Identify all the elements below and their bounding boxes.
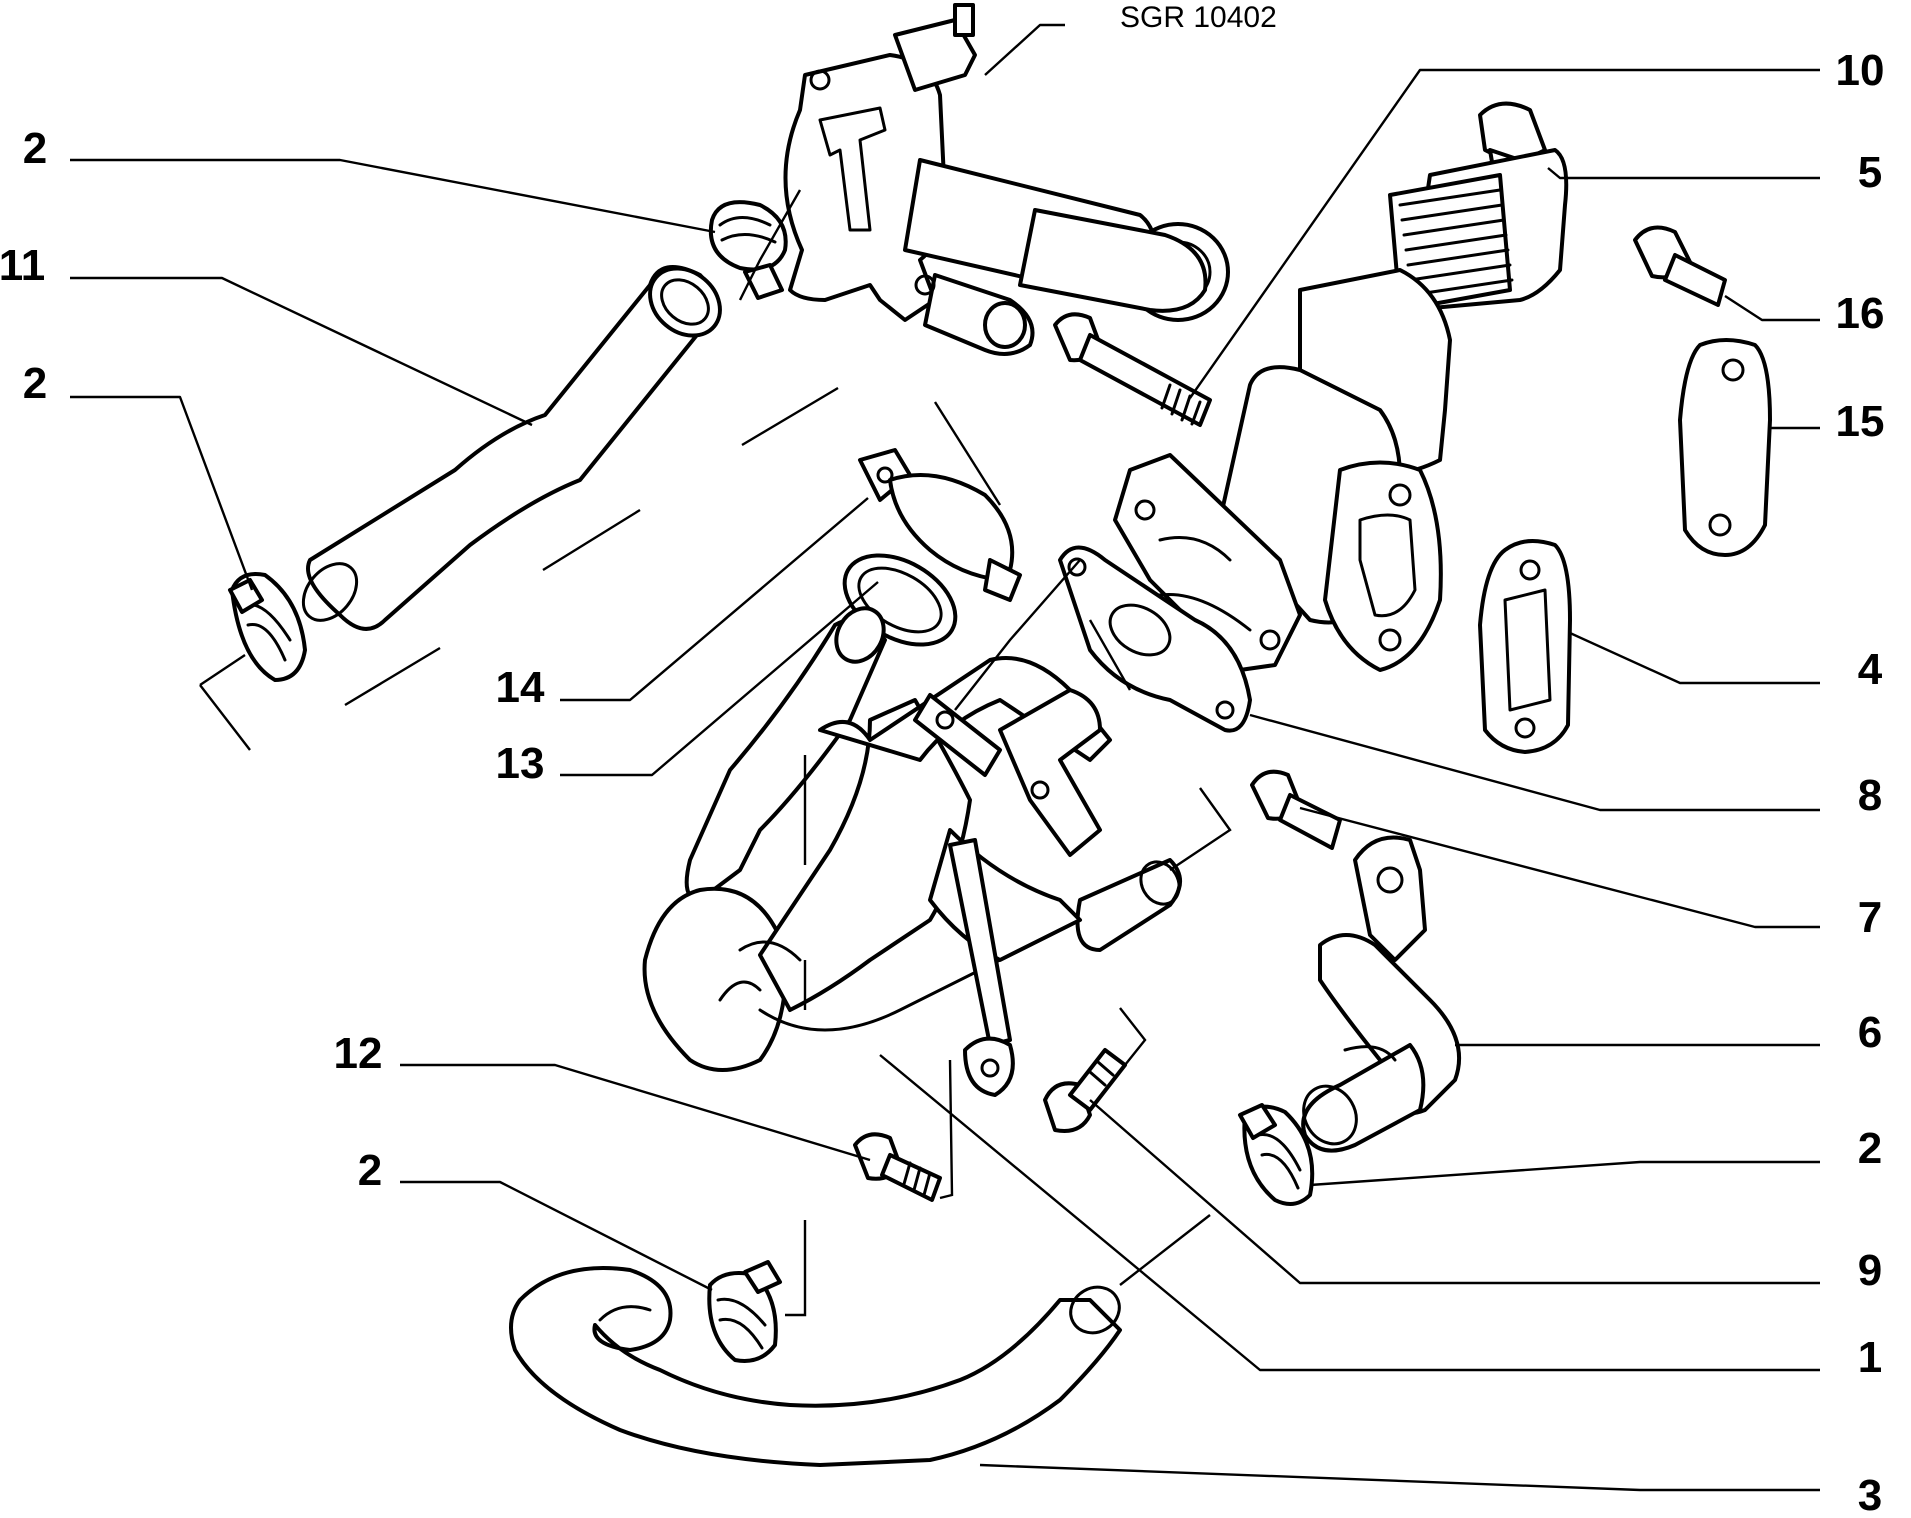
callout-9: 9 [1858,1246,1882,1295]
thermostat-housing [783,3,1230,356]
callout-13: 13 [496,739,545,788]
callout-5: 5 [1858,148,1882,197]
callout-16: 16 [1836,289,1885,338]
bolt-7 [1250,769,1342,850]
callout-10: 10 [1836,46,1885,95]
gasket-15 [1678,338,1772,557]
hose-3 [509,1266,1122,1467]
hose-clamp-right [1238,1103,1315,1206]
gasket-4 [1478,539,1572,754]
egr-cooler-1 [642,606,1182,1097]
callout-7: 7 [1858,893,1882,942]
callout-2-bottom: 2 [358,1146,382,1195]
bolt-9 [1043,1048,1127,1133]
hose-11 [301,265,722,631]
bolt-10 [1053,312,1212,427]
callout-2-right: 2 [1858,1124,1882,1173]
callout-15: 15 [1836,397,1885,446]
callout-2-top: 2 [23,124,47,173]
bolt-12 [853,1132,942,1202]
callout-11: 11 [0,241,45,290]
leader-lines [70,23,1820,1492]
gasket-8 [1058,545,1252,733]
hose-clamp-bottom [707,1260,782,1363]
callout-12: 12 [334,1029,383,1078]
egr-valve-5 [1113,101,1569,672]
bracket-14 [858,448,1022,602]
callout-14: 14 [496,663,545,712]
callout-3: 3 [1858,1471,1882,1518]
callout-1: 1 [1858,1333,1882,1382]
callout-2-mid: 2 [23,359,47,408]
tube-6 [1301,835,1462,1153]
hose-clamp-left [228,572,307,682]
callout-8: 8 [1858,771,1882,820]
hose-clamp-top [708,200,788,300]
reference-code: SGR 10402 [1120,1,1277,34]
bolt-16 [1633,225,1727,307]
callout-4: 4 [1858,645,1883,694]
callout-6: 6 [1858,1008,1882,1057]
alignment-lines [199,189,1232,1317]
